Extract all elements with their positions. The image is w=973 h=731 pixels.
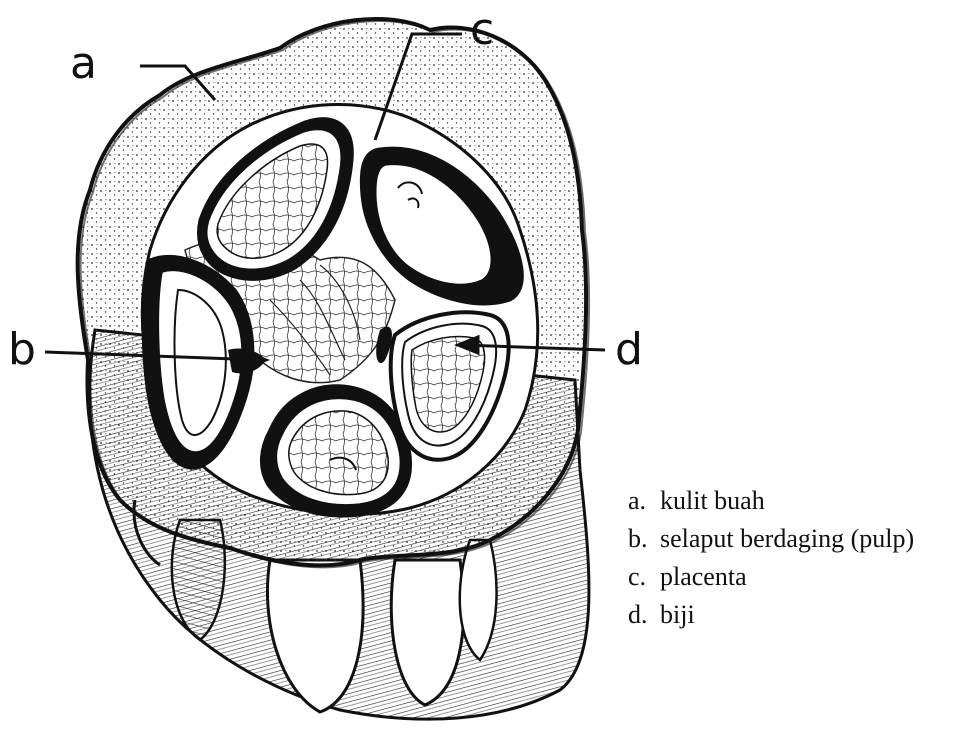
legend-letter: a. — [628, 482, 660, 520]
legend-letter: b. — [628, 520, 660, 558]
legend-text: placenta — [660, 562, 747, 591]
legend-item-b: b.selaput berdaging (pulp) — [628, 520, 914, 558]
callout-label-c: c — [470, 8, 494, 52]
legend-text: kulit buah — [660, 486, 765, 515]
legend-letter: d. — [628, 596, 660, 634]
legend-text: biji — [660, 600, 695, 629]
legend-text: selaput berdaging (pulp) — [660, 524, 914, 553]
callout-label-a: a — [70, 42, 97, 86]
callout-label-b: b — [8, 328, 36, 372]
callout-label-d: d — [615, 328, 643, 372]
legend-item-d: d.biji — [628, 596, 914, 634]
legend-letter: c. — [628, 558, 660, 596]
legend: a.kulit buah b.selaput berdaging (pulp) … — [628, 482, 914, 634]
legend-item-a: a.kulit buah — [628, 482, 914, 520]
legend-item-c: c.placenta — [628, 558, 914, 596]
